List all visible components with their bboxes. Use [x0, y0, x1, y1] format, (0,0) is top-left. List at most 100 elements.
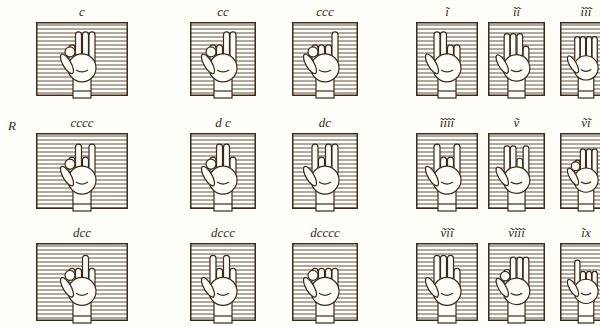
palm-crease: [217, 70, 229, 72]
thumb: [199, 276, 217, 299]
hand: [565, 37, 598, 98]
cuff-line: [316, 90, 334, 91]
finger-ring: [500, 271, 510, 281]
numeral-label: ṽĩ: [560, 115, 600, 132]
thumb: [565, 278, 581, 298]
hatch-line: [560, 136, 600, 137]
hand: [58, 144, 96, 211]
hand-figure: [488, 243, 545, 321]
hand-panel: ĩ: [416, 4, 478, 96]
palm-crease: [511, 70, 522, 72]
hatch-line: [416, 140, 478, 141]
hatch-line: [292, 33, 358, 34]
hand-panel: cc: [190, 4, 256, 96]
hand: [494, 257, 530, 323]
palm-crease: [76, 70, 88, 72]
hatch-line: [488, 250, 545, 251]
hand-figure: [560, 22, 600, 96]
cuff-line: [438, 315, 456, 316]
hatch-line: [560, 254, 600, 255]
palm-crease: [441, 70, 453, 72]
hand: [494, 34, 530, 98]
numeral-label: ĩĩ: [488, 4, 545, 21]
palm-crease: [581, 182, 591, 184]
numeral-label: dccc: [190, 225, 256, 242]
hatch-line: [36, 144, 128, 145]
palm-crease: [581, 293, 591, 295]
hand-panel: dccc: [190, 225, 256, 321]
hand: [423, 255, 461, 323]
hatch-line: [292, 45, 358, 46]
numeral-label: ĩĩĩĩ: [416, 115, 478, 132]
hand-panel: ĩx: [560, 225, 600, 321]
palm-crease: [217, 182, 229, 184]
hand-figure: [416, 133, 478, 209]
cuff-line: [508, 315, 525, 316]
hatch-line: [416, 152, 478, 153]
hatch-line: [292, 136, 358, 137]
hand-figure: [190, 243, 256, 321]
cuff-line: [508, 203, 525, 204]
hatch-line: [488, 29, 545, 30]
hand-figure: [560, 133, 600, 209]
cuff-line: [438, 203, 456, 204]
hand-panel: d c: [190, 115, 256, 209]
cuff-line: [73, 315, 91, 316]
hand-panel: ĩĩ: [488, 4, 545, 96]
hand: [494, 146, 530, 211]
numeral-label: ccc: [292, 4, 358, 21]
hand-figure: [488, 133, 545, 209]
numeral-label: ĩ: [416, 4, 478, 21]
cuff-line: [316, 203, 334, 204]
hatch-line: [416, 33, 478, 34]
hatch-line: [488, 144, 545, 145]
numeral-label: c: [36, 4, 128, 21]
cuff-line: [578, 203, 594, 204]
hatch-line: [292, 246, 358, 247]
hatch-line: [292, 258, 358, 259]
hatch-line: [36, 25, 128, 26]
numeral-label: dc: [292, 115, 358, 132]
hatch-line: [560, 33, 600, 34]
hatch-line: [292, 204, 358, 205]
thumb: [565, 54, 581, 74]
hand-figure: [36, 133, 128, 209]
numeral-label: cc: [190, 4, 256, 21]
hatch-line: [36, 29, 128, 30]
hatch-line: [190, 33, 256, 34]
numeral-label: ṽĩĩĩ: [488, 225, 545, 242]
numeral-label: dcc: [36, 225, 128, 242]
hand: [301, 32, 339, 98]
hand-panel: ṽĩ: [560, 115, 600, 209]
palm-crease: [319, 293, 331, 295]
hand-figure: [416, 22, 478, 96]
hand-figure: [560, 243, 600, 321]
hatch-line: [36, 250, 128, 251]
cuff-line: [578, 90, 594, 91]
hand-panel: dc: [292, 115, 358, 209]
numeral-label: ĩĩĩ: [560, 4, 600, 21]
palm-crease: [76, 293, 88, 295]
hatch-line: [416, 25, 478, 26]
hatch-line: [560, 25, 600, 26]
hatch-line: [488, 254, 545, 255]
finger-ring: [65, 270, 75, 280]
hatch-line: [560, 29, 600, 30]
hatch-line: [190, 136, 256, 137]
cuff-line: [214, 315, 232, 316]
hatch-line: [560, 250, 600, 251]
hatch-line: [292, 41, 358, 42]
cuff-line: [214, 90, 232, 91]
hand-figure: [292, 22, 358, 96]
hand-figure: [36, 243, 128, 321]
hatch-line: [560, 140, 600, 141]
numeral-label: ṽĩĩ: [416, 225, 478, 242]
hatch-line: [292, 25, 358, 26]
hatch-line: [488, 33, 545, 34]
hatch-line: [292, 140, 358, 141]
hand-panel: ṽ: [488, 115, 545, 209]
hatch-line: [190, 29, 256, 30]
hatch-line: [488, 258, 545, 259]
cuff-line: [578, 315, 594, 316]
hatch-line: [292, 262, 358, 263]
